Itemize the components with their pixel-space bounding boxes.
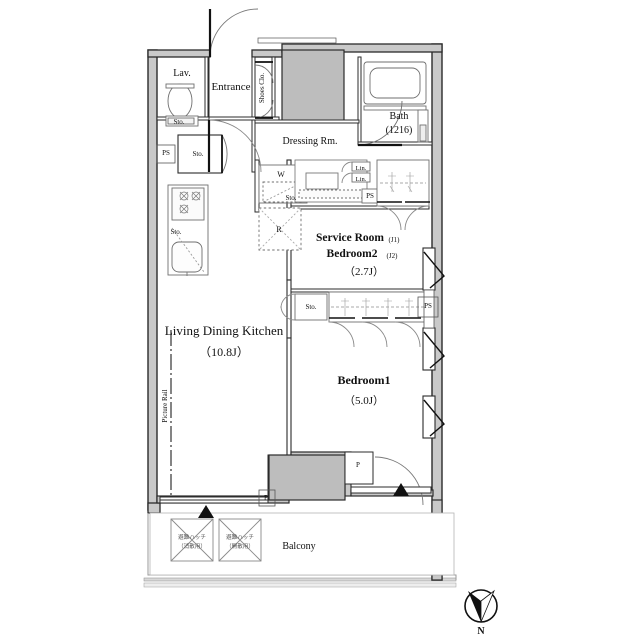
label-sto-lavatory: Sto. xyxy=(173,118,184,126)
label-linen-1: Lin. xyxy=(356,165,367,172)
label-ps-mid: PS xyxy=(366,192,374,200)
label-sto-washroom: Sto. xyxy=(285,194,296,202)
label-service-room-name: Service Room xyxy=(316,232,384,244)
label-lavatory: Lav. xyxy=(173,68,190,79)
fixture-labels: Shoes Clo. Picture Rail PS PS PS Sto. St… xyxy=(161,73,432,502)
window-3 xyxy=(422,395,445,439)
escape-hatch-1 xyxy=(170,518,214,562)
lavatory-fixtures xyxy=(165,83,199,127)
label-pipe-b: P xyxy=(356,461,360,469)
escape-hatch-2 xyxy=(218,518,262,562)
entry-marker-1 xyxy=(198,505,214,518)
entry-marker-2 xyxy=(393,483,409,496)
room-labels: Living Dining Kitchen （10.8J） Service Ro… xyxy=(165,68,413,552)
label-fridge: R xyxy=(276,225,282,234)
label-dressing-room: Dressing Rm. xyxy=(283,136,338,147)
label-entrance: Entrance xyxy=(211,81,250,93)
escape-hatch-labels: 避難ハッチ （消散用） 避難ハッチ （開散用） xyxy=(178,533,254,550)
kitchen-counter xyxy=(167,184,209,276)
label-bedroom2-name: Bedroom2 xyxy=(327,248,378,260)
label-sto-hall: Sto. xyxy=(192,150,203,158)
escape-hatches xyxy=(170,518,262,562)
casement-windows xyxy=(422,247,445,439)
label-picture-rail: Picture Rail xyxy=(161,389,169,422)
label-service-room-area: （2.7J） xyxy=(344,265,384,278)
label-bedroom1-name: Bedroom1 xyxy=(337,373,390,387)
closets xyxy=(294,159,430,323)
label-bedroom1-area: （5.0J） xyxy=(344,394,384,407)
compass-north-label: N xyxy=(477,626,485,637)
label-bath-size: (1216) xyxy=(386,125,413,136)
service-slab-bottom xyxy=(268,451,374,501)
label-balcony: Balcony xyxy=(282,541,315,552)
label-ps-right: PS xyxy=(424,302,432,310)
label-linen-2: Lin. xyxy=(356,176,367,183)
balcony-openings xyxy=(159,483,432,518)
label-ps-left: PS xyxy=(162,149,170,157)
label-shoes-closet: Shoes Clo. xyxy=(258,73,266,104)
label-boxes xyxy=(156,144,439,507)
window-1 xyxy=(422,247,445,291)
building-shell xyxy=(143,37,457,588)
label-sto-bedroom: Sto. xyxy=(305,303,316,311)
label-sto-kitchen: Sto. xyxy=(170,228,181,236)
compass-rose: N xyxy=(464,589,498,637)
label-ldk-name: Living Dining Kitchen xyxy=(165,323,284,338)
hatch-2-line-1: 避難ハッチ xyxy=(226,533,254,541)
label-bedroom2-sub: (J2) xyxy=(387,252,399,260)
stove-burner-icons xyxy=(179,191,201,214)
label-ldk-area: （10.8J） xyxy=(199,345,249,359)
hatch-1-line-1: 避難ハッチ xyxy=(178,533,206,541)
label-bath-name: Bath xyxy=(390,111,409,122)
hatch-2-line-2: （開散用） xyxy=(226,542,254,550)
label-washer: W xyxy=(277,170,285,179)
bath-fixtures xyxy=(363,61,429,143)
label-pipe-a: P xyxy=(264,494,268,502)
utility-fixtures xyxy=(258,159,380,251)
door-leaves xyxy=(207,9,430,319)
hatch-1-line-2: （消散用） xyxy=(178,542,206,550)
label-service-room-sub: (J1) xyxy=(389,236,401,244)
